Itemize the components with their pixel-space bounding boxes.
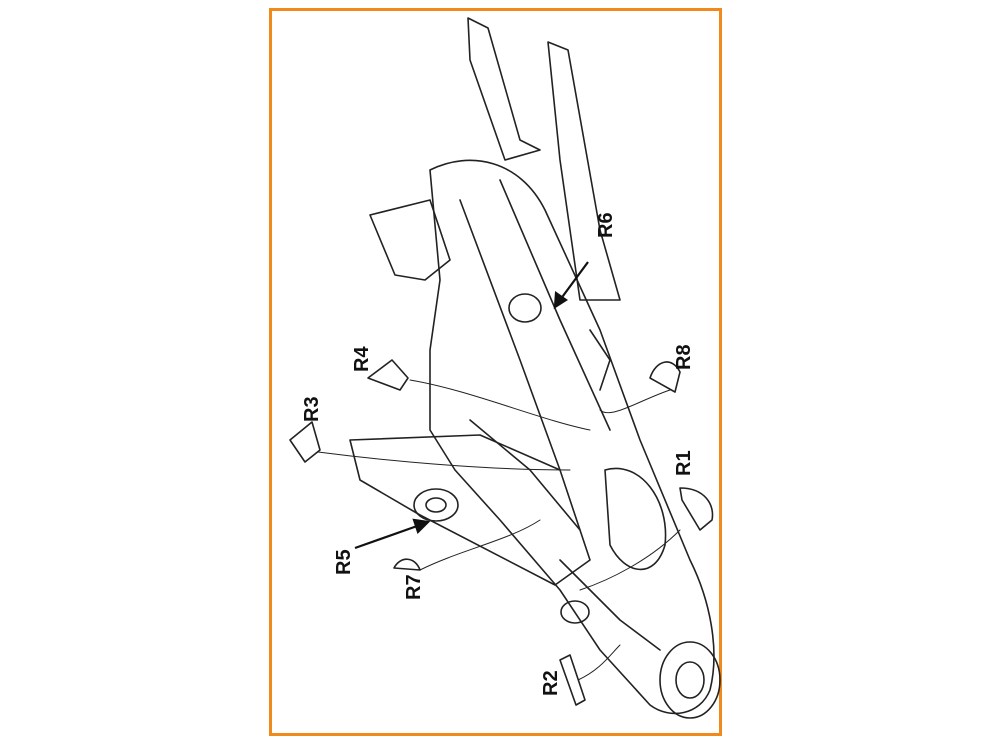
label-r8: R8 (673, 344, 695, 370)
part-r1-shape (679, 487, 714, 531)
label-r1: R1 (673, 450, 695, 476)
label-r7: R7 (403, 574, 425, 600)
part-r8-shape (649, 361, 681, 393)
fuselage (429, 159, 715, 715)
tail-fin (467, 17, 541, 161)
rear-wheel (508, 293, 542, 323)
nose-wheel (560, 600, 590, 624)
label-r3: R3 (301, 396, 323, 422)
label-r4: R4 (351, 346, 373, 372)
main-wheel (413, 488, 459, 522)
label-r6: R6 (595, 212, 617, 238)
nose-intake (659, 641, 721, 719)
tail-fin-right (547, 41, 621, 301)
part-r4-shape (367, 359, 409, 391)
horizontal-stabilizer (369, 199, 451, 281)
label-r2: R2 (540, 670, 562, 696)
part-r2-shape (559, 654, 586, 706)
diagram-frame (269, 8, 722, 736)
part-r7-shape (393, 558, 421, 571)
canopy (604, 467, 667, 571)
main-wing (349, 434, 591, 586)
label-r5: R5 (333, 549, 355, 575)
part-r3-shape (289, 421, 321, 463)
